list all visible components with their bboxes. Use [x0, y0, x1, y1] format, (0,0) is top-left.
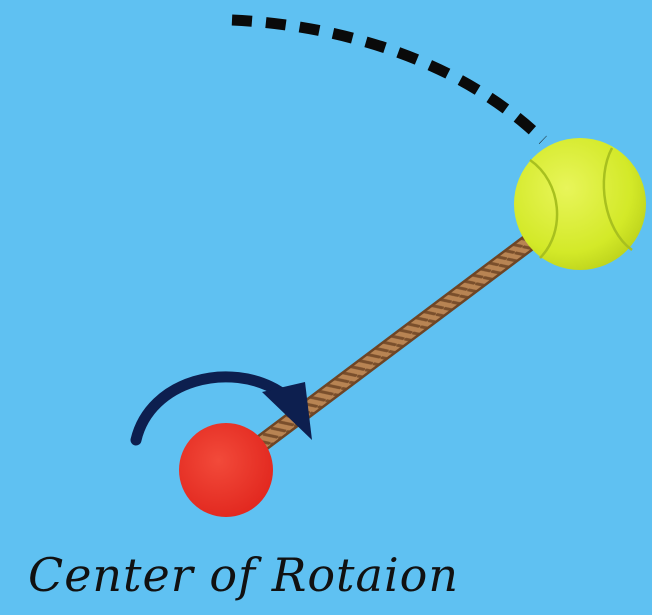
- red-ball-icon: [179, 423, 273, 517]
- trajectory-dashed-arc: [232, 20, 543, 140]
- rope: [226, 204, 580, 470]
- center-of-rotation-label: Center of Rotaion: [28, 548, 459, 602]
- tennis-ball-icon: [514, 138, 646, 270]
